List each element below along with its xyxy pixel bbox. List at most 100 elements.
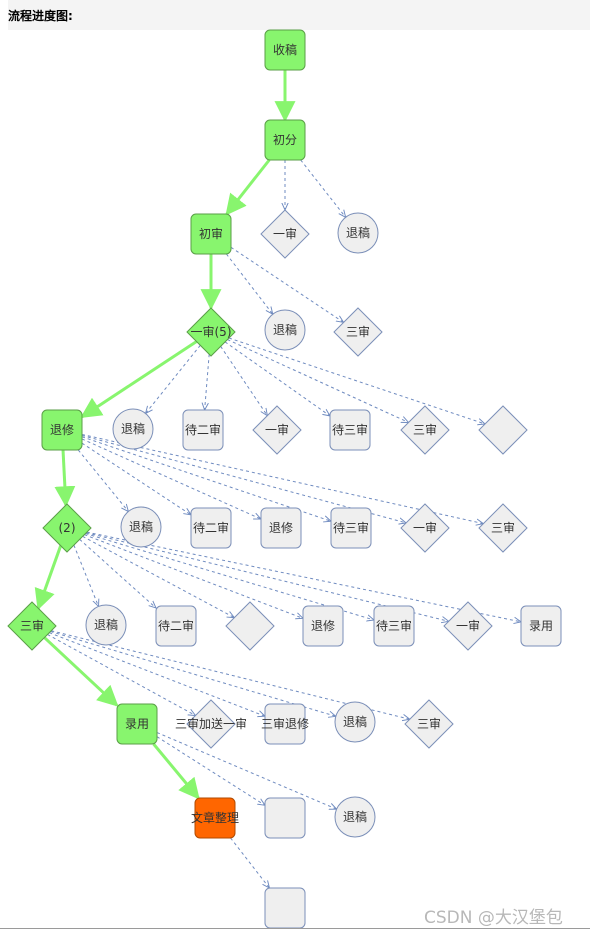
node-label: 待二审 xyxy=(193,520,229,535)
flow-node-n27[interactable]: 退修 xyxy=(302,605,344,647)
node-label: 文章整理 xyxy=(191,810,239,825)
flow-node-n29[interactable]: 一审 xyxy=(443,601,493,651)
flow-node-n12[interactable]: 一审 xyxy=(252,405,302,455)
node-label: 退稿 xyxy=(121,421,145,436)
node-label: 退修 xyxy=(50,422,74,437)
flow-node-n22[interactable]: 三审 xyxy=(478,503,528,553)
node-shape-diamond xyxy=(443,601,493,651)
node-shape-diamond xyxy=(478,405,528,455)
flow-node-n13[interactable]: 待三审 xyxy=(329,409,371,451)
flow-node-n16[interactable]: (2) xyxy=(42,503,92,553)
flow-node-n7[interactable]: 退稿 xyxy=(264,309,306,351)
flow-node-n20[interactable]: 待三审 xyxy=(330,507,372,549)
node-shape-rect xyxy=(194,797,236,839)
flow-node-n11[interactable]: 待二审 xyxy=(182,409,224,451)
edge-n23-n31 xyxy=(43,636,119,707)
node-shape-diamond xyxy=(478,503,528,553)
flow-node-n38[interactable]: 退稿 xyxy=(334,796,376,838)
node-label: 一审 xyxy=(265,422,289,437)
node-label: 退稿 xyxy=(94,617,118,632)
node-label: 退稿 xyxy=(273,322,297,337)
edge-n16-n25 xyxy=(79,538,156,608)
node-shape-diamond xyxy=(186,699,236,749)
edge-n3-n8 xyxy=(230,246,344,322)
node-label: 待二审 xyxy=(185,422,221,437)
node-label: 退稿 xyxy=(129,519,153,534)
flow-node-n10[interactable]: 退稿 xyxy=(112,408,154,450)
flow-node-n4[interactable]: 一审 xyxy=(260,209,310,259)
flow-node-n30[interactable]: 录用 xyxy=(520,605,562,647)
edge-n16-n29 xyxy=(86,532,448,622)
node-shape-rect xyxy=(41,409,83,451)
flow-node-n34[interactable]: 退稿 xyxy=(334,701,376,743)
node-label: 三审 xyxy=(20,618,44,633)
flow-node-n31[interactable]: 录用 xyxy=(116,703,158,745)
flow-node-n33[interactable]: 三审退修 xyxy=(261,703,309,745)
edge-n9-n17 xyxy=(77,449,128,511)
flow-node-n39[interactable] xyxy=(264,887,306,929)
flow-node-n8[interactable]: 三审 xyxy=(333,307,383,357)
flow-node-n35[interactable]: 三审 xyxy=(404,699,454,749)
node-shape-rect xyxy=(373,605,415,647)
flow-node-n5[interactable]: 退稿 xyxy=(337,212,379,254)
flow-node-n19[interactable]: 退修 xyxy=(260,507,302,549)
node-label: 一审 xyxy=(456,618,480,633)
flow-node-n28[interactable]: 待三审 xyxy=(373,605,415,647)
node-label: 待三审 xyxy=(333,520,369,535)
flow-node-n26[interactable] xyxy=(225,601,275,651)
node-label: 一审(5) xyxy=(191,324,232,339)
node-shape-circle xyxy=(334,796,376,838)
node-shape-circle xyxy=(334,701,376,743)
node-label: 录用 xyxy=(529,619,553,633)
node-label: 三审 xyxy=(413,422,437,437)
flow-node-n18[interactable]: 待二审 xyxy=(190,507,232,549)
node-shape-diamond xyxy=(7,601,57,651)
node-shape-rect xyxy=(264,703,306,745)
edge-n3-n7 xyxy=(226,253,272,314)
flow-node-n25[interactable]: 待二审 xyxy=(155,605,197,647)
node-label: 退稿 xyxy=(343,714,367,729)
node-shape-rect xyxy=(520,605,562,647)
node-shape-diamond xyxy=(260,209,310,259)
node-shape-rect xyxy=(116,703,158,745)
node-shape-rect xyxy=(155,605,197,647)
flow-node-n6[interactable]: 一审(5) xyxy=(186,307,236,357)
node-label: 待三审 xyxy=(332,422,368,437)
node-label: 一审 xyxy=(413,520,437,535)
edge-n9-n21 xyxy=(81,434,406,522)
edge-n16-n23 xyxy=(34,545,63,611)
flow-node-n3[interactable]: 初审 xyxy=(190,213,232,255)
node-shape-rect xyxy=(264,119,306,161)
node-label: 一审 xyxy=(273,226,297,241)
edge-n6-n9 xyxy=(80,340,198,419)
node-label: 初分 xyxy=(273,133,297,147)
node-label: 三审加送一审 xyxy=(175,716,247,731)
node-label: 退修 xyxy=(311,618,335,633)
flow-node-n2[interactable]: 初分 xyxy=(264,119,306,161)
flow-node-n37[interactable] xyxy=(264,797,306,839)
flow-node-n36[interactable]: 文章整理 xyxy=(191,797,239,839)
flow-node-n17[interactable]: 退稿 xyxy=(120,506,162,548)
flow-node-n9[interactable]: 退修 xyxy=(41,409,83,451)
flow-node-n15[interactable] xyxy=(478,405,528,455)
node-shape-rect xyxy=(302,605,344,647)
node-label: 退稿 xyxy=(346,225,370,240)
node-shape-rect xyxy=(182,409,224,451)
node-label: 三审退修 xyxy=(261,716,309,731)
node-shape-rect xyxy=(190,507,232,549)
flow-node-n21[interactable]: 一审 xyxy=(400,503,450,553)
node-label: 退修 xyxy=(269,520,293,535)
node-shape-circle xyxy=(85,604,127,646)
flow-node-n14[interactable]: 三审 xyxy=(400,405,450,455)
edge-n16-n24 xyxy=(73,544,99,606)
node-shape-rect xyxy=(190,213,232,255)
flow-node-n24[interactable]: 退稿 xyxy=(85,604,127,646)
node-shape-rect xyxy=(264,887,306,929)
edge-n6-n11 xyxy=(205,354,210,410)
node-shape-rect xyxy=(330,507,372,549)
flow-node-n1[interactable]: 收稿 xyxy=(264,29,306,71)
flow-node-n32[interactable]: 三审加送一审 xyxy=(175,699,247,749)
node-label: 退稿 xyxy=(343,809,367,824)
edge-n16-n26 xyxy=(82,535,235,617)
flow-node-n23[interactable]: 三审 xyxy=(7,601,57,651)
